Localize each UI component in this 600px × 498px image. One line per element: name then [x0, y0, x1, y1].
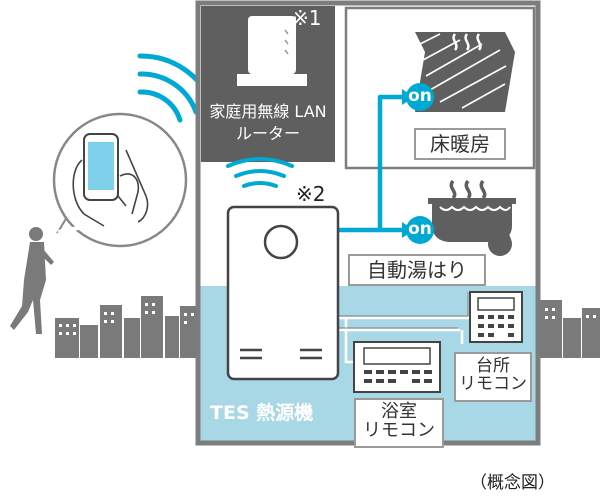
kitchen-remote-label: 台所 リモコン	[454, 352, 532, 402]
heat-source-unit-icon	[226, 205, 340, 381]
remote-wiring-outline	[338, 292, 469, 329]
kitchen-remote-device-icon	[469, 291, 523, 343]
floor-heating-on-badge: on	[406, 83, 434, 111]
heat-source-label: TES 熱源機	[210, 402, 314, 424]
bath-remote-label: 浴室 リモコン	[354, 398, 444, 448]
smartphone-bubble	[52, 112, 188, 248]
steam-icon	[449, 179, 487, 200]
note-1: ※1	[292, 6, 322, 30]
hand-icon	[72, 149, 149, 227]
bathtub-icon	[428, 179, 516, 256]
walking-person-icon	[10, 227, 54, 334]
bath-remote-line2: リモコン	[363, 419, 435, 441]
router-label-line1: 家庭用無線 LAN	[209, 102, 327, 121]
heat-wave-icon	[452, 33, 482, 51]
control-lines	[335, 94, 402, 233]
floor-heating-room	[344, 6, 536, 170]
kitchen-remote-line2: リモコン	[459, 373, 527, 394]
auto-bath-label: 自動湯はり	[348, 254, 486, 286]
bath-remote-device-icon	[353, 341, 441, 393]
floor-heating-label: 床暖房	[414, 128, 506, 160]
windows-right	[545, 308, 596, 319]
city-skyline-right	[540, 300, 600, 358]
windows-left	[59, 303, 194, 335]
router-panel	[201, 6, 335, 162]
router-label-line2: ルーター	[235, 124, 300, 143]
note-2: ※2	[296, 182, 326, 206]
router-wifi-icon	[226, 157, 294, 188]
bath-remote-line1: 浴室	[381, 401, 417, 422]
router-icon	[237, 16, 307, 86]
auto-bath-on-badge: on	[406, 216, 434, 244]
kitchen-remote-line1: 台所	[476, 356, 510, 376]
caption: （概念図）	[470, 473, 555, 493]
smartphone-icon	[83, 133, 119, 201]
city-skyline-left	[55, 296, 200, 358]
